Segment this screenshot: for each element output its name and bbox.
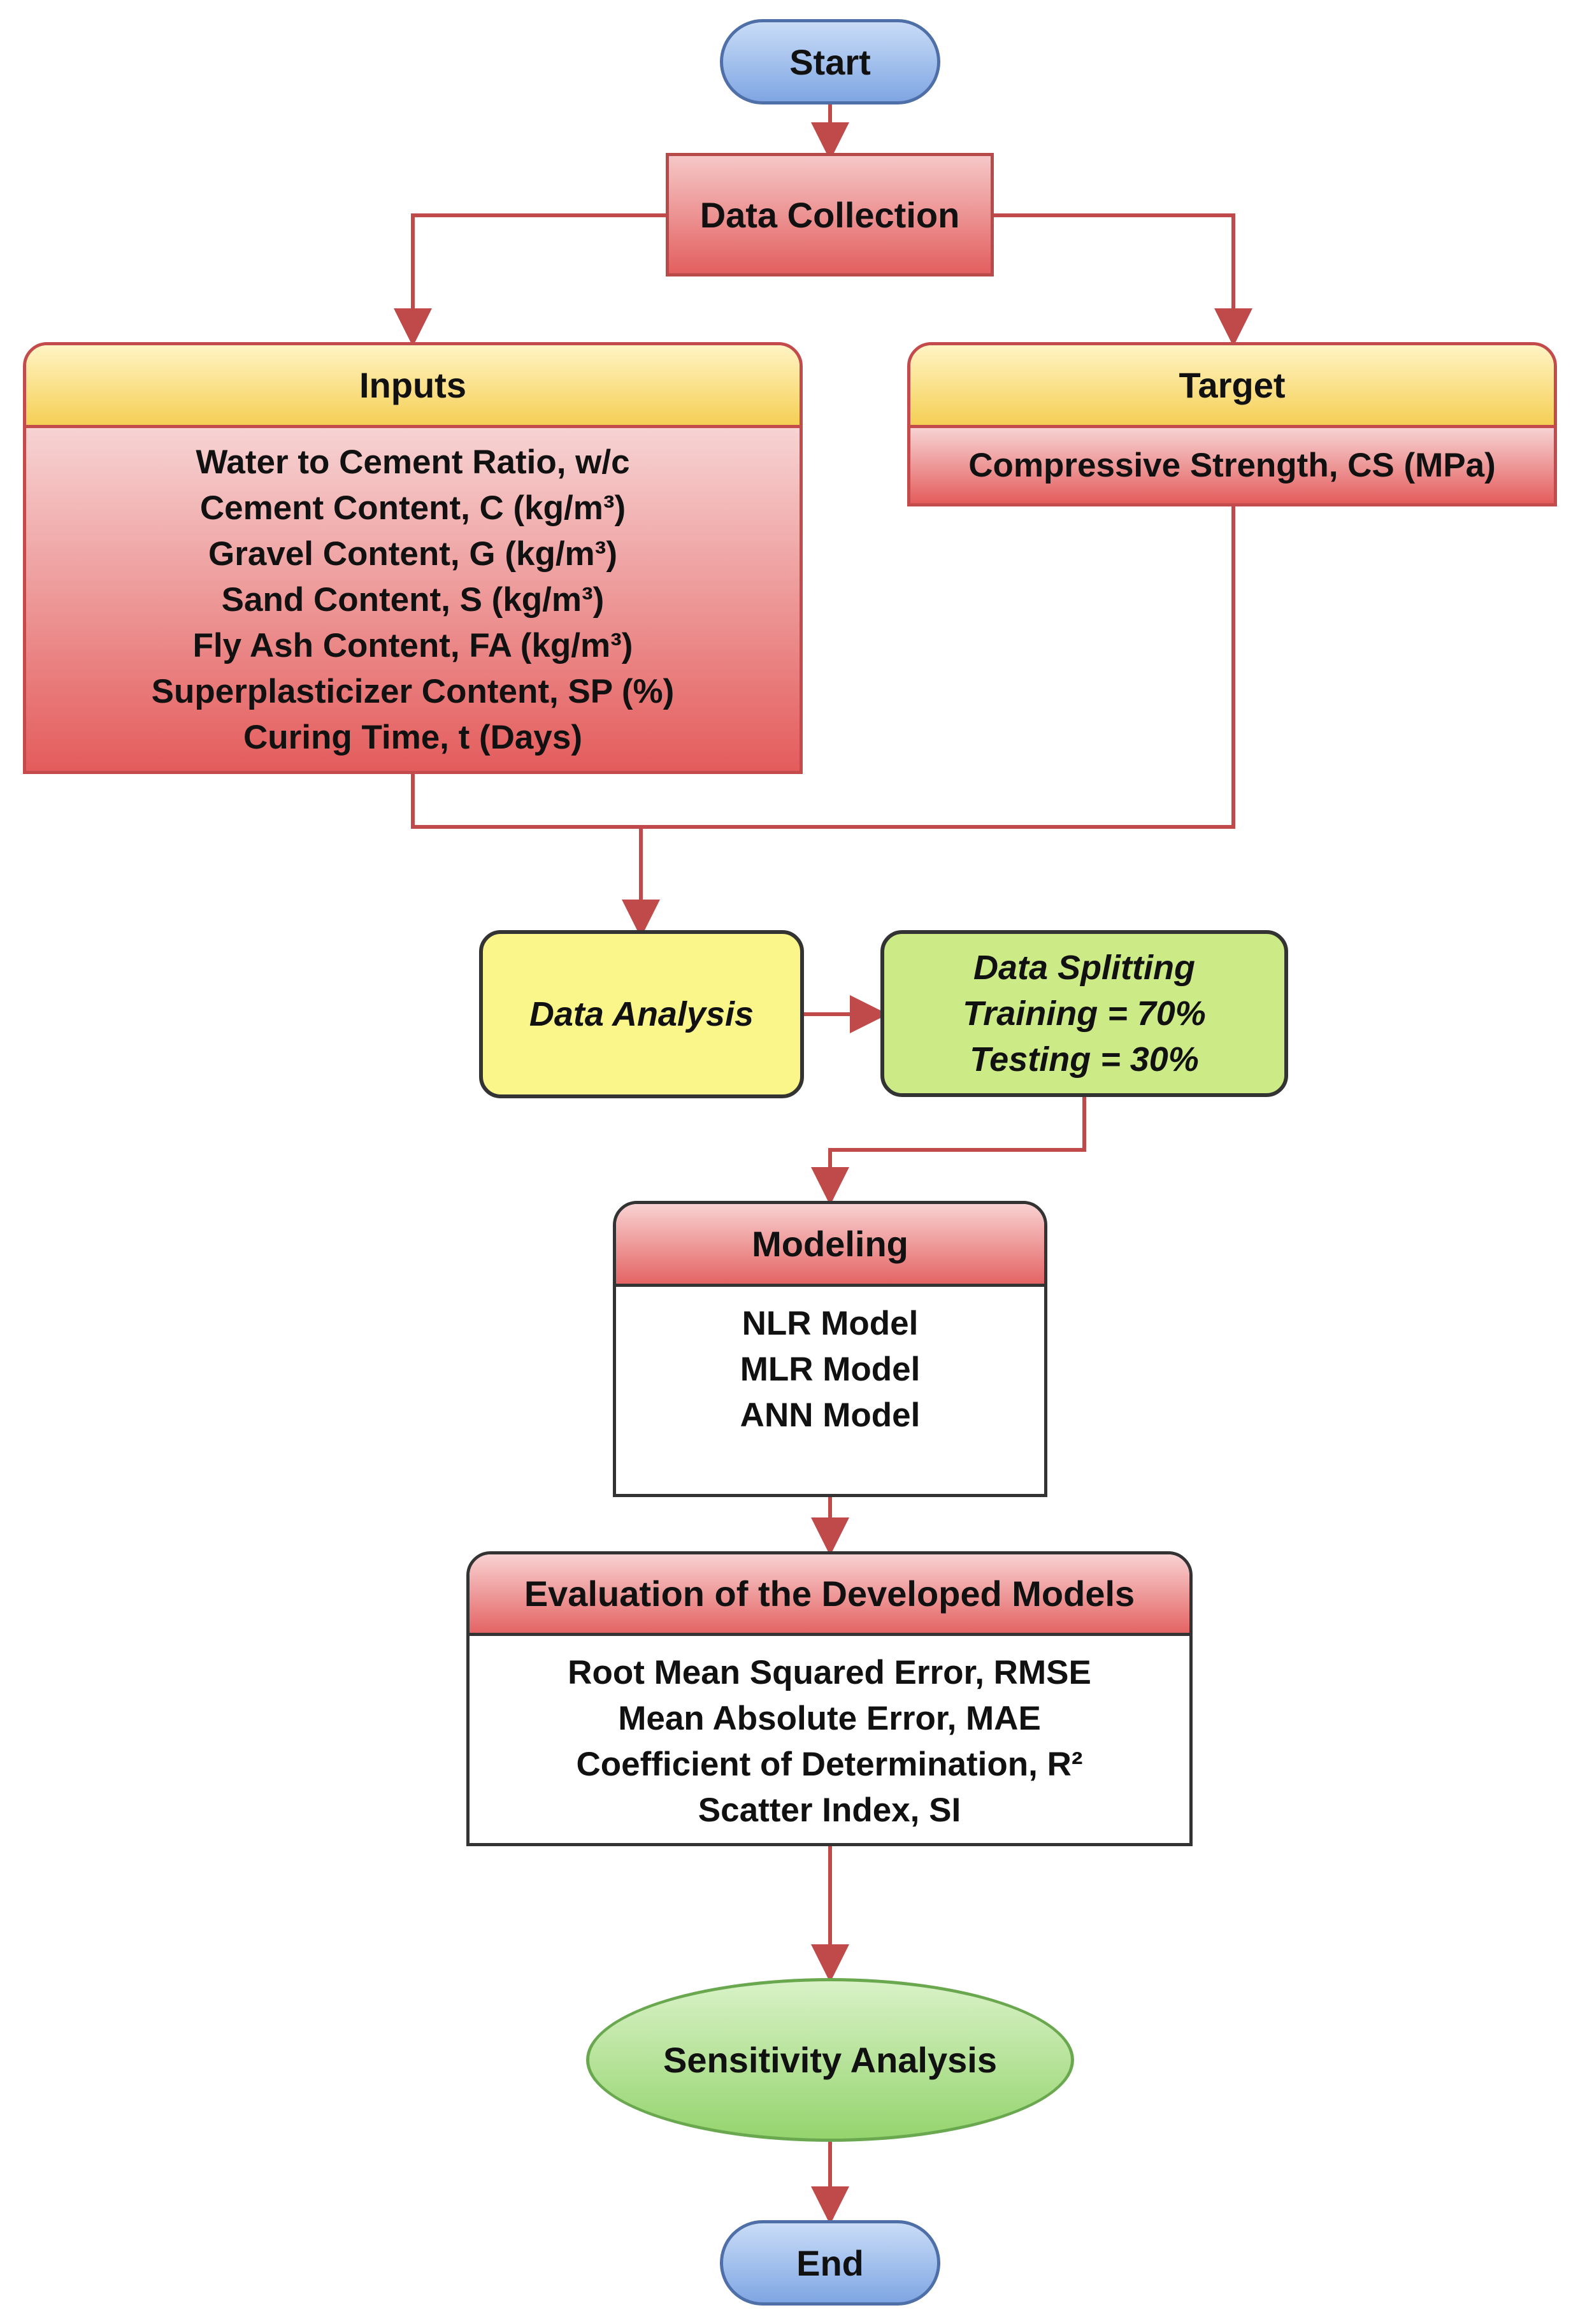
metric-item: Scatter Index, SI [698,1791,961,1829]
input-item: Curing Time, t (Days) [243,719,583,756]
evaluation-panel: Evaluation of the Developed Models Root … [466,1551,1193,1846]
data-analysis-label: Data Analysis [529,995,754,1033]
modeling-title: Modeling [752,1224,908,1264]
arrow-collection-to-target [994,213,1252,347]
testing-split: Testing = 30% [970,1040,1199,1079]
input-item: Fly Ash Content, FA (kg/m³) [192,627,633,664]
sensitivity-analysis-node: Sensitivity Analysis [586,1978,1074,2142]
modeling-header: Modeling [616,1204,1044,1287]
inputs-title: Inputs [359,365,466,405]
metric-item: Coefficient of Determination, R² [576,1746,1083,1783]
modeling-list: NLR Model MLR Model ANN Model [616,1287,1044,1494]
target-header: Target [910,345,1554,428]
evaluation-header: Evaluation of the Developed Models [470,1554,1189,1636]
model-item: MLR Model [740,1351,921,1388]
inputs-panel: Inputs Water to Cement Ratio, w/c Cement… [23,342,803,774]
input-item: Cement Content, C (kg/m³) [199,489,626,527]
target-item: Compressive Strength, CS (MPa) [968,447,1496,484]
model-item: NLR Model [742,1305,919,1342]
end-node: End [720,2220,940,2306]
arrow-splitting-to-modeling [811,1097,1086,1205]
sensitivity-label: Sensitivity Analysis [663,2040,997,2080]
evaluation-list: Root Mean Squared Error, RMSE Mean Absol… [470,1636,1189,1843]
target-panel: Target Compressive Strength, CS (MPa) [907,342,1557,506]
connector-inputs-to-merge [411,506,1235,829]
data-collection-label: Data Collection [699,194,960,235]
arrow-collection-to-inputs [394,213,666,347]
data-splitting-title: Data Splitting [973,949,1195,987]
metric-item: Mean Absolute Error, MAE [618,1700,1041,1737]
model-item: ANN Model [740,1396,921,1434]
end-label: End [796,2242,864,2283]
input-item: Superplasticizer Content, SP (%) [151,673,675,710]
data-collection-node: Data Collection [666,153,994,276]
data-analysis-node: Data Analysis [479,930,804,1098]
inputs-list: Water to Cement Ratio, w/c Cement Conten… [26,428,800,771]
start-node: Start [720,19,940,104]
data-splitting-node: Data Splitting Training = 70% Testing = … [880,930,1288,1097]
input-item: Gravel Content, G (kg/m³) [208,535,617,573]
target-title: Target [1179,365,1286,405]
modeling-panel: Modeling NLR Model MLR Model ANN Model [613,1201,1047,1497]
metric-item: Root Mean Squared Error, RMSE [568,1654,1091,1691]
evaluation-title: Evaluation of the Developed Models [524,1574,1135,1614]
input-item: Water to Cement Ratio, w/c [196,443,630,481]
training-split: Training = 70% [963,994,1206,1033]
inputs-header: Inputs [26,345,800,428]
target-list: Compressive Strength, CS (MPa) [910,428,1554,503]
start-label: Start [789,41,871,82]
input-item: Sand Content, S (kg/m³) [221,581,605,619]
